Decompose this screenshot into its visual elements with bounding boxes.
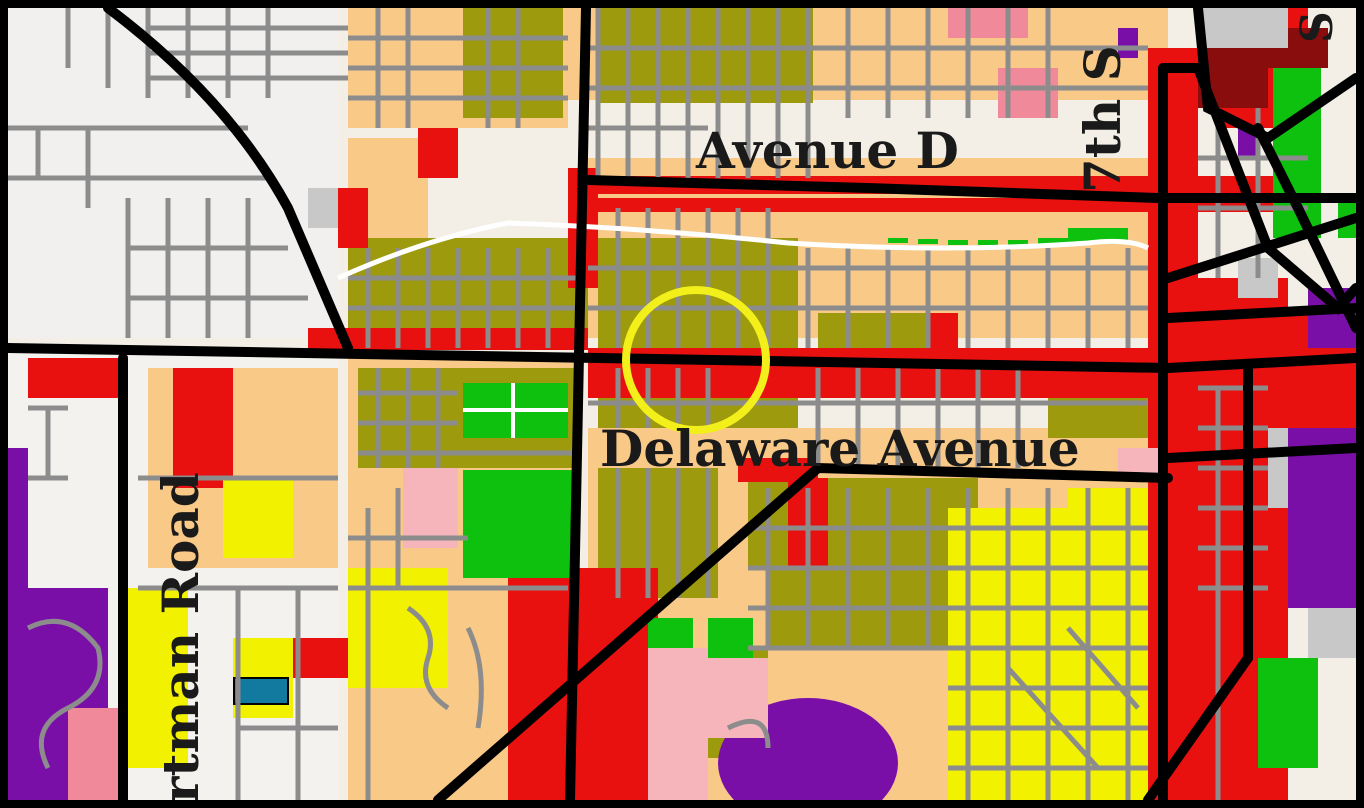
north-south-arterial — [565, 8, 591, 800]
downtown-connector-2 — [1193, 8, 1356, 144]
label-delaware-avenue: Delaware Avenue — [600, 419, 1080, 478]
highlight-circle-marker[interactable] — [622, 286, 770, 434]
park-paths — [463, 383, 568, 438]
downtown-connector-6 — [1253, 123, 1356, 333]
water-feature — [233, 677, 289, 705]
major-roads — [8, 8, 1356, 800]
label-hartman-road: rtman Road — [151, 472, 210, 800]
rail-trail — [336, 220, 1150, 281]
avenue-d-road — [583, 175, 1356, 203]
downtown-connector-3 — [1163, 213, 1356, 283]
downtown-connector-4 — [1163, 303, 1356, 323]
map-canvas[interactable]: Avenue D 7th S Delaware Avenue rtman Roa… — [8, 8, 1356, 800]
southeast-diagonal-road — [1143, 363, 1253, 800]
curved-streets — [26, 605, 1140, 770]
label-7th-street: 7th S — [1073, 45, 1132, 193]
southwest-diagonal-road — [433, 462, 1173, 800]
label-corner-fragment: S — [1292, 11, 1343, 43]
label-avenue-d: Avenue D — [695, 121, 959, 180]
delaware-avenue-road — [8, 343, 1356, 374]
diagonal-arterial-northwest — [103, 8, 353, 353]
downtown-connector-5 — [1163, 443, 1356, 463]
